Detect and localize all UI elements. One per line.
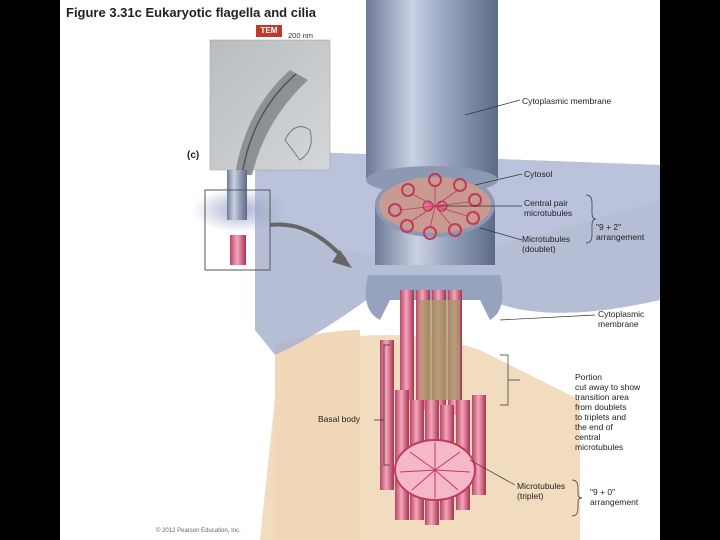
- label-cytoplasmic-membrane-top: Cytoplasmic membrane: [522, 96, 612, 106]
- label-9-2-arrangement: "9 + 2" arrangement: [596, 222, 645, 242]
- flagellum-diagram: [192, 0, 660, 540]
- label-9-0-arrangement: "9 + 0" arrangement: [590, 487, 639, 507]
- tem-flagellum: [235, 70, 308, 175]
- figure-number: Figure 3.31c: [66, 5, 142, 20]
- inset-arrow: [269, 222, 347, 262]
- label-central-pair: Central pair microtubules: [524, 198, 573, 218]
- copyright-notice: © 2012 Pearson Education, Inc.: [156, 528, 241, 534]
- tem-badge: TEM: [256, 25, 282, 37]
- overview-shaft: [227, 170, 247, 220]
- cell-interior-left: [275, 330, 360, 540]
- scale-bar-label: 200 nm: [288, 31, 314, 40]
- label-portion-cut-away: Portion cut away to show transition area…: [575, 372, 641, 452]
- label-microtubules-doublet: Microtubules (doublet): [522, 234, 571, 254]
- label-cytosol: Cytosol: [524, 169, 553, 179]
- transition-core: [420, 300, 460, 400]
- doublet-ring: [388, 173, 482, 240]
- figure-caption: Eukaryotic flagella and cilia: [145, 5, 317, 20]
- overview-inset: [204, 189, 271, 271]
- panel-label: (c): [187, 150, 200, 161]
- flagellum-shaft: [366, 0, 498, 180]
- figure-slide: Figure 3.31c Eukaryotic flagella and cil…: [60, 0, 660, 540]
- label-cytoplasmic-membrane-2: Cytoplasmic membrane: [598, 309, 645, 329]
- label-basal-body: Basal body: [318, 414, 361, 424]
- figure-title: Figure 3.31c Eukaryotic flagella and cil…: [66, 5, 316, 20]
- label-microtubules-triplet: Microtubules (triplet): [517, 481, 566, 501]
